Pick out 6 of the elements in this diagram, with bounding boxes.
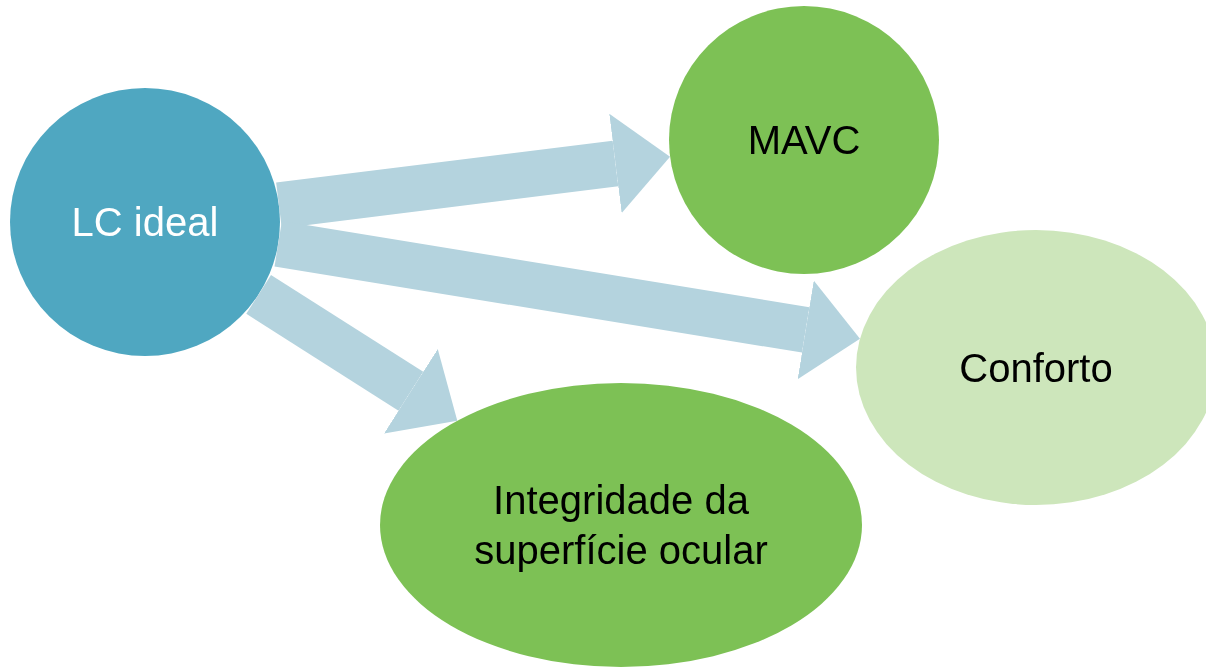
ellipse-node: Conforto: [856, 230, 1206, 505]
block-arrow: [274, 221, 860, 380]
ellipse-node: MAVC: [669, 6, 939, 274]
ellipse-node: Integridade da superfície ocular: [380, 383, 862, 667]
block-arrow: [246, 274, 458, 434]
ellipse-node: LC ideal: [10, 88, 280, 356]
